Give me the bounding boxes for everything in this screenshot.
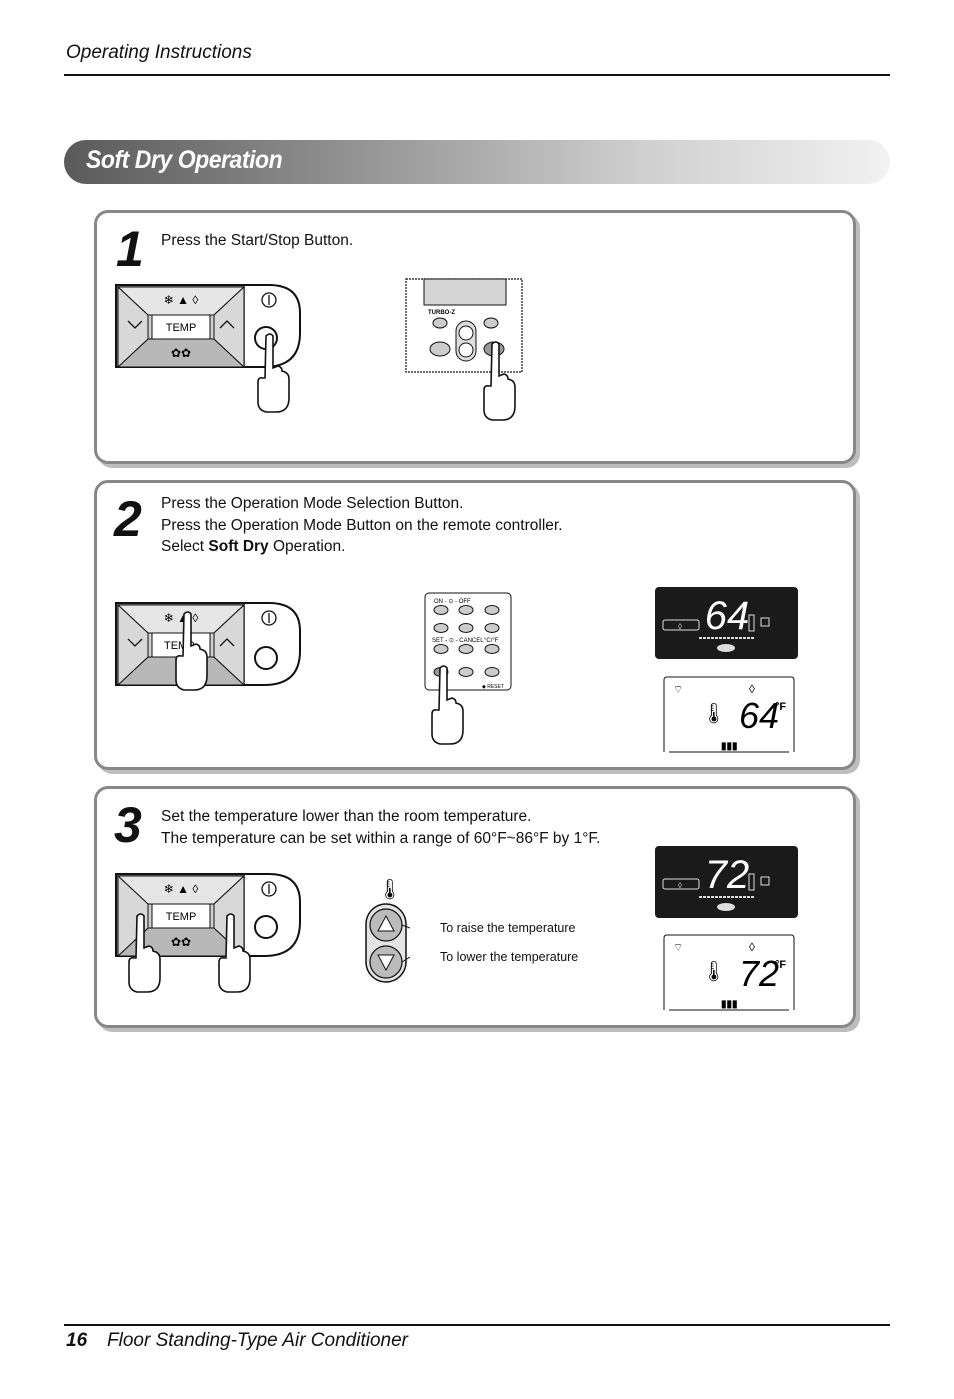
step-2-line-1: Press the Operation Mode Selection Butto… — [161, 495, 464, 512]
section-title: Soft Dry Operation — [86, 146, 283, 174]
footer-title: Floor Standing-Type Air Conditioner — [107, 1330, 408, 1351]
step-3-line-2: The temperature can be set within a rang… — [161, 829, 601, 847]
control-panel-step1: TEMP ❄ ▲ ◊ ✿✿ — [115, 284, 301, 369]
mode-icons: ❄ ▲ ◊ — [164, 293, 199, 307]
svg-text:▮▮▮: ▮▮▮ — [721, 741, 738, 752]
step-2-line-2: Press the Operation Mode Button on the r… — [161, 516, 563, 534]
unit-display-step3: ◊ 72 — [655, 846, 798, 918]
svg-text:🌡: 🌡 — [701, 961, 726, 983]
hand-pointer-icon — [483, 341, 516, 421]
lcd-unit: °F — [775, 701, 786, 713]
svg-text:⌔: ⌔ — [673, 684, 683, 696]
up-arrow-icon — [377, 914, 395, 932]
on-off-label: ON - ⊙ - OFF — [434, 599, 471, 605]
fan-icons: ✿✿ — [171, 935, 191, 949]
remote-controller-step2: ON - ⊙ - OFF SET - ⊙ - CANCEL °C/°F ◆ RE… — [424, 592, 512, 691]
step-2-text: Press the Operation Mode Selection Butto… — [161, 493, 563, 558]
lcd-unit: °F — [775, 959, 786, 971]
temp-label: TEMP — [166, 911, 197, 923]
lcd-temp-value: 72 — [739, 953, 779, 994]
raise-temp-label: To raise the temperature — [440, 921, 576, 935]
hand-pointer-icon — [175, 611, 208, 691]
down-arrow-icon — [377, 954, 395, 972]
step-3-number: 3 — [114, 797, 142, 853]
step-2-line-3: Select Soft Dry Operation. — [161, 538, 346, 555]
control-panel-step2: TEMP ❄ ▲ ◊ — [115, 602, 301, 687]
temp-up-down-buttons: 🌡 — [365, 879, 410, 983]
step-1-number: 1 — [116, 221, 144, 277]
header-divider — [64, 74, 890, 76]
display-temp-value: 64 — [705, 594, 750, 638]
hand-pointer-icon — [128, 913, 161, 993]
turbo-label: TURBO-Z — [428, 310, 455, 316]
unit-display-step2: ◊ 64 — [655, 587, 798, 659]
page-number: 16 — [66, 1330, 88, 1351]
svg-text:◊: ◊ — [678, 881, 682, 890]
running-header: Operating Instructions — [66, 42, 252, 63]
hand-pointer-icon — [257, 333, 290, 413]
step-3-line-1: Set the temperature lower than the room … — [161, 808, 532, 825]
mode-icons: ❄ ▲ ◊ — [164, 882, 199, 896]
svg-text:▮▮▮: ▮▮▮ — [721, 999, 738, 1010]
step-1-text: Press the Start/Stop Button. — [161, 230, 353, 252]
svg-text:◊: ◊ — [749, 940, 755, 954]
footer-divider — [64, 1324, 890, 1326]
reset-label: ◆ RESET — [482, 684, 504, 690]
step-2-number: 2 — [114, 491, 142, 547]
set-cancel-label: SET - ⊙ - CANCEL — [432, 638, 484, 644]
hand-pointer-icon — [218, 913, 251, 993]
control-panel-step3: TEMP ❄ ▲ ◊ ✿✿ — [115, 873, 301, 958]
svg-text:🌡: 🌡 — [701, 703, 726, 725]
thermometer-icon: 🌡 — [377, 879, 402, 901]
display-temp-value: 72 — [705, 853, 750, 897]
section-banner — [64, 140, 890, 184]
lcd-temp-value: 64 — [739, 695, 779, 736]
svg-text:⌔: ⌔ — [673, 942, 683, 954]
remote-lcd-step2: ⌔ ◊ 🌡 64 °F ▮▮▮ — [663, 676, 795, 753]
lower-temp-label: To lower the temperature — [440, 950, 579, 964]
hand-pointer-icon — [431, 665, 464, 745]
temp-label: TEMP — [166, 322, 197, 334]
c-f-label: °C/°F — [484, 638, 499, 644]
svg-text:◊: ◊ — [678, 622, 682, 631]
step-1-line-1: Press the Start/Stop Button. — [161, 232, 354, 249]
fan-icons: ✿✿ — [171, 346, 191, 360]
svg-text:◊: ◊ — [749, 682, 755, 696]
remote-lcd-step3: ⌔ ◊ 🌡 72 °F ▮▮▮ — [663, 934, 795, 1011]
step-3-text: Set the temperature lower than the room … — [161, 806, 601, 849]
